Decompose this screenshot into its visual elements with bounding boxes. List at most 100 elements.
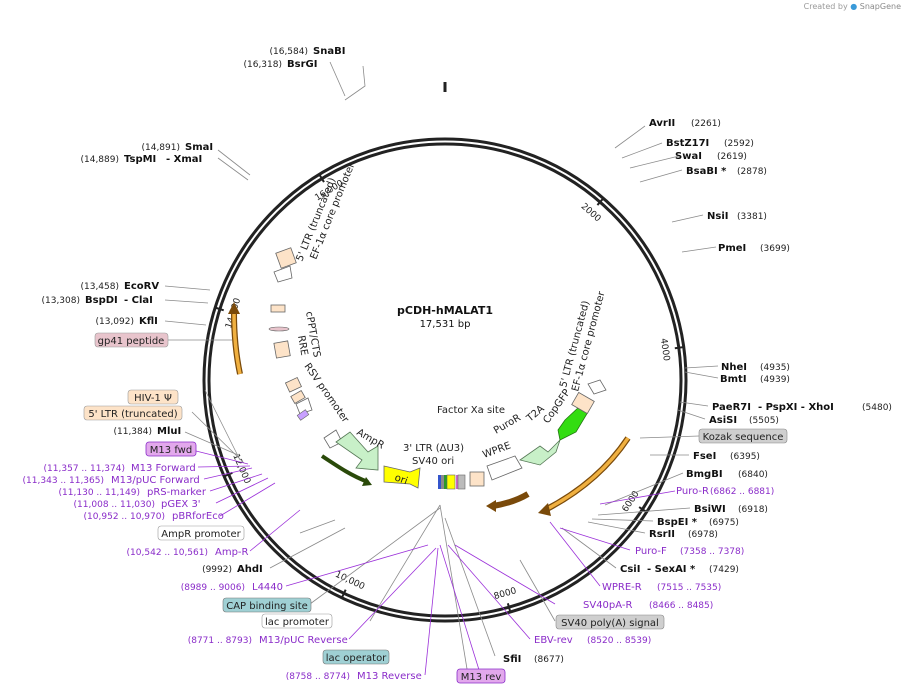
site-ahdi[interactable]: (9992)AhdI xyxy=(202,564,263,575)
site-suffix: - PspXI - XhoI xyxy=(758,402,834,413)
site-snabi[interactable]: (16,584)SnaBI xyxy=(269,46,345,57)
label-box xyxy=(261,613,333,629)
inner-label-factor-xa: Factor Xa site xyxy=(437,405,505,416)
ruler-label: 4000 xyxy=(658,338,671,362)
inner-label-3ltr: 3' LTR (ΔU3) xyxy=(403,443,464,454)
ltr-stripe-2 xyxy=(441,475,444,489)
feature-lac-operator[interactable]: lac operator xyxy=(322,649,390,665)
site-bsiwi[interactable]: BsiWI(6918) xyxy=(694,504,768,515)
primer-label: pGEX 3' xyxy=(161,499,201,510)
ef1a-arrow-right xyxy=(587,379,607,395)
site-bspei[interactable]: BspEI *(6975) xyxy=(657,517,739,528)
olive-arrow-head xyxy=(362,477,372,486)
site-nsii[interactable]: NsiI(3381) xyxy=(707,211,767,222)
label-box xyxy=(145,441,197,457)
snapgene-logo-icon: ● xyxy=(850,2,858,11)
site-bmgbi[interactable]: BmgBI(6840) xyxy=(686,469,768,480)
primer-sv40pa-r[interactable]: SV40pA-R (8466 .. 8485) xyxy=(583,600,713,611)
ruler-tick xyxy=(341,589,347,598)
plasmid-name: pCDH-hMALAT1 xyxy=(397,304,493,317)
site-label: BmtI xyxy=(720,374,747,385)
feature-lac-promoter[interactable]: lac promoter xyxy=(261,613,333,629)
m13-fwd-mark xyxy=(296,409,310,421)
primer-ebv-rev[interactable]: EBV-rev(8520 .. 8539) xyxy=(534,635,651,646)
site-ecorv[interactable]: (13,458)EcoRV xyxy=(80,281,159,292)
primer-pos: (10,542 .. 10,561) xyxy=(127,548,208,558)
orange-arrow-small-head xyxy=(486,500,496,512)
site-pos: (6395) xyxy=(730,452,760,462)
feature-hiv1-psi[interactable]: HIV-1 Ψ xyxy=(127,389,179,405)
site-bstz17i[interactable]: BstZ17I(2592) xyxy=(666,138,754,149)
site-pmei[interactable]: PmeI(3699) xyxy=(718,243,790,254)
primer-m13-puc-reverse[interactable]: (8771 .. 8793)M13/pUC Reverse xyxy=(188,635,348,646)
feature-m13-rev[interactable]: M13 rev xyxy=(456,668,506,684)
site-label: BspEI * xyxy=(657,517,698,528)
site-pos: (14,891) xyxy=(141,143,180,153)
site-rsrii[interactable]: RsrII(6978) xyxy=(649,529,718,540)
site-avrii[interactable]: AvrII(2261) xyxy=(649,118,721,129)
site-label: TspMI xyxy=(124,154,156,165)
primer-pbrforeco[interactable]: (10,952 .. 10,970)pBRforEco xyxy=(84,511,224,522)
primer-m13-reverse[interactable]: (8758 .. 8774)M13 Reverse xyxy=(286,671,422,682)
site-bsrgi[interactable]: (16,318)BsrGI xyxy=(243,59,317,70)
site-paer7i-pspxi-xhoi[interactable]: PaeR7I- PspXI - XhoI(5480) xyxy=(712,402,892,413)
site-label: BsrGI xyxy=(287,59,317,70)
primer-puro-r[interactable]: Puro-R(6862 .. 6881) xyxy=(676,486,774,497)
primer-label: M13/pUC Forward xyxy=(111,475,200,486)
label-text: lac operator xyxy=(326,653,387,664)
inner-label-ori: ori xyxy=(393,472,409,487)
label-text: Kozak sequence xyxy=(703,432,784,443)
site-smai[interactable]: (14,891)SmaI xyxy=(141,142,213,153)
primer-pgex-3[interactable]: (11,008 .. 11,030)pGEX 3' xyxy=(74,499,201,510)
site-pos: (9992) xyxy=(202,565,232,575)
site-kfli[interactable]: (13,092)KflI xyxy=(95,316,157,327)
feature-m13-fwd[interactable]: M13 fwd xyxy=(145,441,197,457)
primer-label: SV40pA-R xyxy=(583,600,632,611)
site-label: SnaBI xyxy=(313,46,345,57)
rre-box xyxy=(273,340,291,359)
site-pos: (6918) xyxy=(738,505,768,515)
ltr-stripe-3 xyxy=(444,475,447,489)
site-bmti[interactable]: BmtI(4939) xyxy=(720,374,790,385)
ampr-arrow xyxy=(335,431,379,471)
backbone-inner xyxy=(207,142,683,618)
primer-pos: (6862 .. 6881) xyxy=(710,487,774,497)
primer-prs-marker[interactable]: (11,130 .. 11,149)pRS-marker xyxy=(59,487,207,498)
feature-sv40-polya-signal[interactable]: SV40 poly(A) signal xyxy=(555,614,665,630)
feature-gp41-peptide[interactable]: gp41 peptide xyxy=(94,332,169,348)
primer-m13-puc-forward[interactable]: (11,343 .. 11,365)M13/pUC Forward xyxy=(23,475,200,486)
inner-features xyxy=(228,247,631,516)
site-asisi[interactable]: AsiSI(5505) xyxy=(709,415,779,426)
ruler-label: 6000 xyxy=(621,489,642,514)
label-text: M13 fwd xyxy=(150,445,192,456)
primer-amp-r[interactable]: (10,542 .. 10,561)Amp-R xyxy=(127,547,249,558)
site-tspmi-xmai[interactable]: (14,889)TspMI- XmaI xyxy=(80,154,202,165)
primer-pos: (10,952 .. 10,970) xyxy=(84,512,165,522)
primer-pos: (8466 .. 8485) xyxy=(649,601,713,611)
site-mlui[interactable]: (11,384)MluI xyxy=(113,426,181,437)
site-bspdi-clai[interactable]: (13,308)BspDI- ClaI xyxy=(41,295,152,306)
label-text: CAP binding site xyxy=(226,601,308,612)
feature-ampr-promoter[interactable]: AmpR promoter xyxy=(157,525,245,541)
site-csii-sexai[interactable]: CsiI- SexAI *(7429) xyxy=(620,564,739,575)
primer-l4440[interactable]: (8989 .. 9006)L4440 xyxy=(181,582,283,593)
feature-cap-binding-site[interactable]: CAP binding site xyxy=(222,597,312,613)
credit-brand: SnapGene xyxy=(859,2,901,11)
site-sfii[interactable]: SfiI(8677) xyxy=(503,654,564,665)
site-bsabi[interactable]: BsaBI *(2878) xyxy=(686,166,767,177)
primer-puro-f[interactable]: Puro-F(7358 .. 7378) xyxy=(635,546,744,557)
primer-label: M13/pUC Reverse xyxy=(259,635,348,646)
site-label: NheI xyxy=(721,362,747,373)
feature-5ltr-truncated-left[interactable]: 5' LTR (truncated) xyxy=(83,405,183,421)
feature-kozak-sequence[interactable]: Kozak sequence xyxy=(698,428,788,444)
site-fsei[interactable]: FseI(6395) xyxy=(693,451,760,462)
site-swai[interactable]: SwaI(2619) xyxy=(675,151,747,162)
site-nhei[interactable]: NheI(4935) xyxy=(721,362,790,373)
cppt-box xyxy=(270,304,286,313)
primer-pos: (8989 .. 9006) xyxy=(181,583,245,593)
site-label: RsrII xyxy=(649,529,675,540)
site-label: KflI xyxy=(139,316,158,327)
primer-wpre-r[interactable]: WPRE-R(7515 .. 7535) xyxy=(602,582,721,593)
primer-m13-forward[interactable]: (11,357 .. 11,374)M13 Forward xyxy=(44,463,196,474)
primer-label: Puro-R xyxy=(676,486,709,497)
